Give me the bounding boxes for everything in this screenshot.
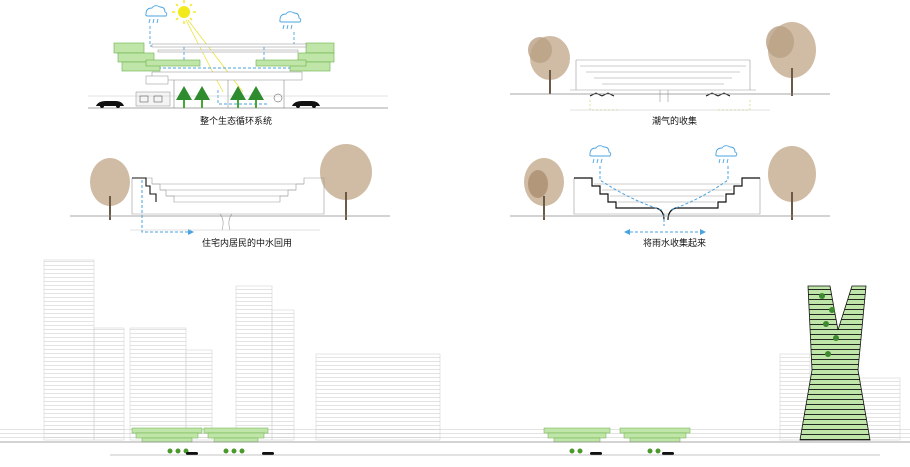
caption-moisture: 潮气的收集 — [652, 117, 698, 127]
panel-eco-cycle — [88, 0, 388, 120]
eco-building-3 — [543, 427, 611, 443]
eco-building-2 — [203, 427, 269, 443]
featured-tower — [799, 285, 871, 441]
greywater-diagram — [70, 144, 390, 235]
car-icon — [292, 101, 320, 108]
panel-moisture — [510, 10, 830, 120]
eco-building-4 — [619, 427, 691, 443]
moisture-diagram — [510, 22, 830, 111]
tree-icon — [90, 158, 130, 220]
tree-icon — [248, 86, 264, 108]
panel-city-elevation — [0, 250, 910, 467]
panel-rainwater — [510, 140, 830, 240]
cloud-rain-icon — [589, 145, 612, 164]
tree-icon — [819, 293, 839, 357]
caption-greywater: 住宅内居民的中水回用 — [202, 239, 293, 249]
cloud-rain-icon — [715, 145, 738, 164]
building-right — [255, 42, 335, 72]
tree-icon — [320, 144, 372, 220]
sun-icon — [172, 0, 196, 24]
cloud-rain-icon — [279, 11, 302, 30]
car-icon — [96, 101, 124, 108]
tree-icon — [230, 86, 246, 108]
cloud-rain-icon — [145, 5, 168, 24]
tree-icon — [768, 146, 816, 220]
caption-eco-cycle: 整个生态循环系统 — [200, 117, 273, 127]
tree-icon — [528, 36, 570, 94]
rainwater-diagram — [510, 145, 830, 235]
tree-icon — [176, 86, 192, 108]
tree-icon — [167, 448, 661, 454]
background-towers — [43, 259, 901, 441]
caption-rainwater: 将雨水收集起来 — [643, 239, 707, 249]
building-left — [113, 42, 201, 72]
tree-icon — [524, 158, 564, 220]
eco-cycle-diagram — [88, 0, 388, 109]
car-icon — [186, 452, 674, 455]
tree-icon — [766, 22, 816, 96]
eco-building-1 — [131, 427, 203, 443]
city-elevation-diagram — [0, 259, 910, 456]
panel-greywater — [70, 140, 390, 240]
tree-icon — [194, 86, 210, 108]
